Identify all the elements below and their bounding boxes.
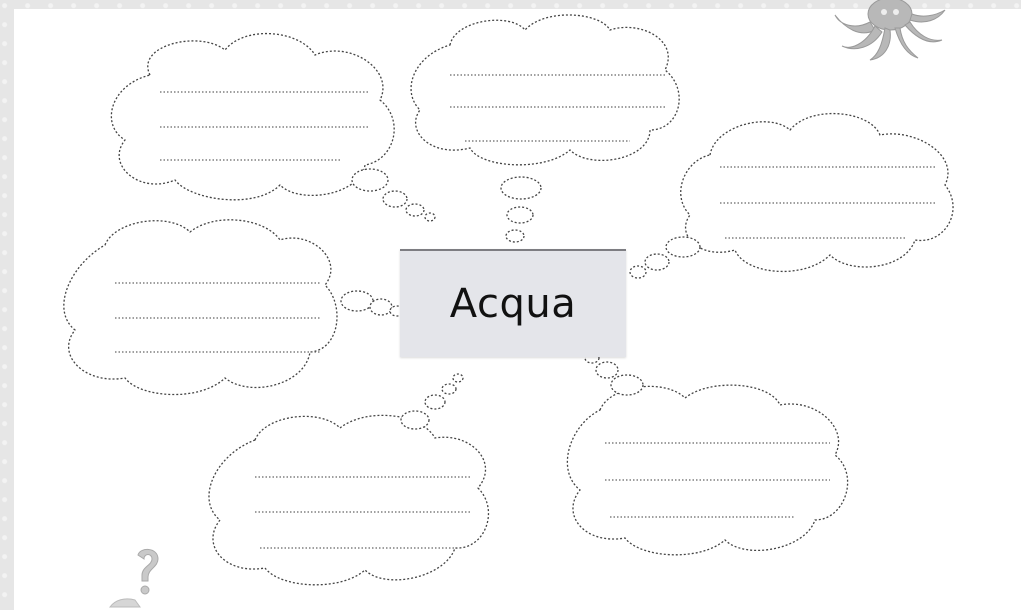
thought-bubble-left (64, 220, 404, 395)
thought-bubble-bottom-left (209, 374, 489, 585)
center-topic-label: Acqua (450, 281, 576, 327)
question-mark-icon (100, 545, 170, 610)
center-topic-box: Acqua (400, 249, 626, 357)
octopus-icon (830, 0, 950, 62)
thought-bubble-bottom-right (567, 353, 847, 555)
thought-bubble-top-left (111, 34, 435, 221)
thought-bubble-top-center (411, 15, 679, 242)
thought-bubble-right (630, 114, 953, 278)
